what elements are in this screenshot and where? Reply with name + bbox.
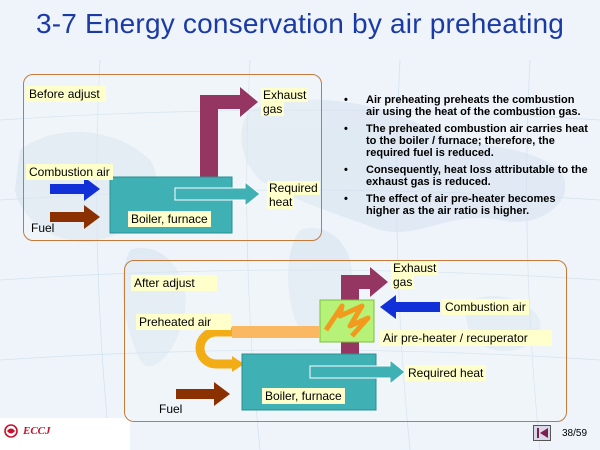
page-number: 38/59: [562, 428, 588, 439]
before-boiler-label: Boiler, furnace: [128, 211, 211, 227]
bullet-item: The effect of air pre-heater becomes hig…: [340, 193, 590, 217]
before-fuel-label: Fuel: [31, 221, 55, 235]
bullet-item: The preheated combustion air carries hea…: [340, 123, 590, 159]
after-required-heat-arrow: [309, 358, 406, 386]
after-exhaust-line2: gas: [391, 275, 415, 289]
after-combustion-air-arrow: [380, 295, 440, 319]
after-boiler-label: Boiler, furnace: [262, 388, 345, 404]
bullet-item: Consequently, heat loss attributable to …: [340, 164, 590, 188]
back-nav-button[interactable]: [533, 425, 551, 441]
before-combustion-air-label: Combustion air: [26, 164, 113, 180]
after-required-heat-label: Required heat: [405, 365, 487, 381]
before-required-heat-arrow: [174, 180, 261, 208]
air-preheater-label: Air pre-heater / recuperator: [380, 330, 552, 346]
before-exhaust-arrow: [200, 87, 258, 177]
back-to-start-icon: [537, 428, 548, 438]
after-adjust-label: After adjust: [131, 275, 217, 291]
eccj-logo-icon: [4, 424, 18, 438]
slide-title: 3-7 Energy conservation by air preheatin…: [35, 8, 565, 39]
after-fuel-label: Fuel: [159, 402, 183, 416]
before-adjust-label: Before adjust: [26, 86, 106, 102]
before-fuel-arrow: [50, 205, 100, 229]
explanation-bullets: Air preheating preheats the combustion a…: [340, 94, 590, 222]
before-required-heat-line1: Required: [267, 181, 320, 195]
preheated-air-label: Preheated air: [136, 314, 232, 330]
preheated-air-duct: [232, 326, 320, 338]
eccj-logo: ECCJ: [4, 424, 51, 438]
after-fuel-arrow: [176, 382, 230, 406]
before-exhaust-line1: Exhaust: [261, 88, 309, 102]
before-exhaust-label: Exhaust gas: [258, 87, 311, 117]
preheated-air-u-arrow: [195, 327, 236, 369]
after-combustion-air-label: Combustion air: [442, 299, 529, 315]
before-required-heat-label: Required heat: [264, 180, 323, 210]
after-exhaust-label: Exhaust gas: [388, 260, 441, 290]
eccj-logo-text: ECCJ: [23, 425, 51, 437]
preheater-coil: [323, 303, 371, 338]
before-exhaust-line2: gas: [261, 102, 285, 116]
before-required-heat-line2: heat: [267, 195, 295, 209]
bullet-item: Air preheating preheats the combustion a…: [340, 94, 590, 118]
after-exhaust-line1: Exhaust: [391, 261, 439, 275]
before-combustion-air-arrow: [50, 177, 100, 201]
